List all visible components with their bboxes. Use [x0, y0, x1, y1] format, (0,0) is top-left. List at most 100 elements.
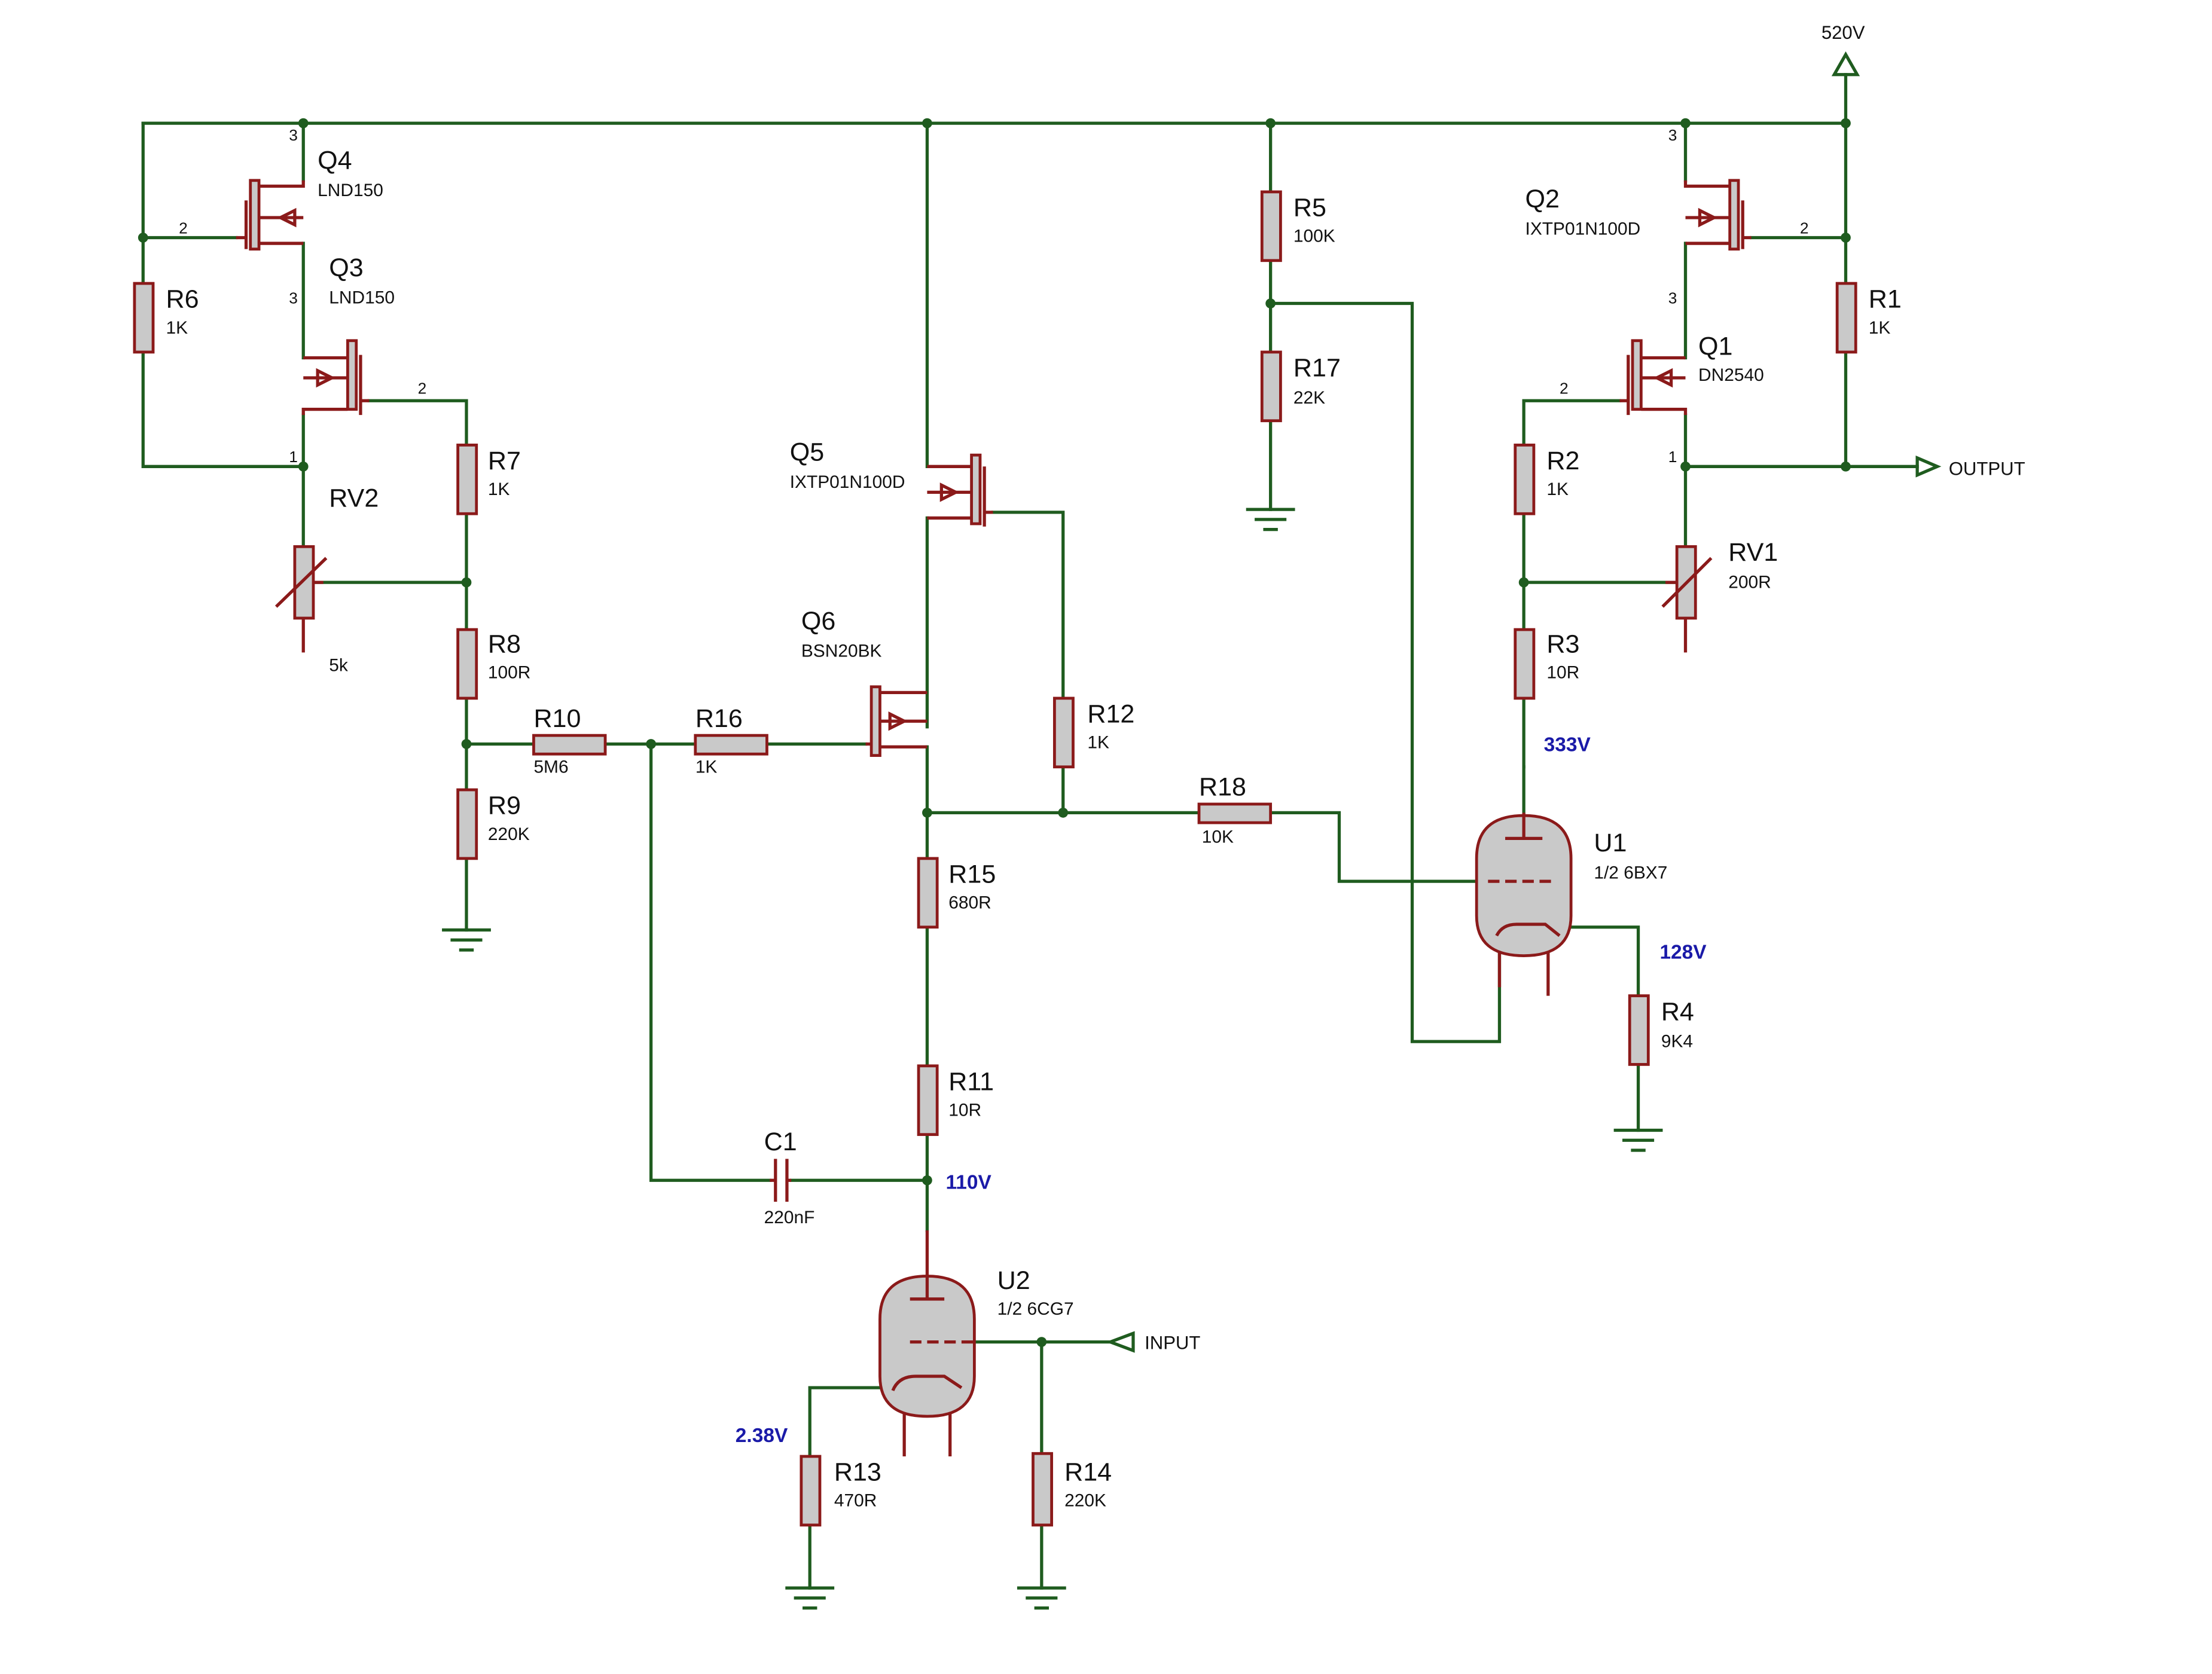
r11-value: 10R: [948, 1101, 981, 1120]
q4-ref: Q4: [318, 146, 352, 175]
r9-value: 220K: [488, 824, 530, 844]
rv2-ref: RV2: [329, 484, 379, 512]
r1-value: 1K: [1869, 318, 1891, 338]
q6-ref: Q6: [801, 607, 835, 636]
resistor-r7: [456, 444, 478, 515]
svg-text:2: 2: [1560, 379, 1569, 397]
c1-ref: C1: [764, 1128, 797, 1156]
output-port-label: OUTPUT: [1949, 459, 2025, 479]
resistor-r3: [1514, 628, 1536, 700]
r15-value: 680R: [948, 893, 991, 913]
r3-ref: R3: [1546, 630, 1579, 658]
resistor-r4: [1628, 994, 1650, 1066]
resistor-r2: [1514, 444, 1536, 515]
mosfet-q3: [301, 339, 370, 416]
q3-ref: Q3: [329, 253, 363, 282]
r6-ref: R6: [166, 285, 199, 314]
svg-text:3: 3: [1668, 289, 1677, 307]
svg-text:2: 2: [418, 379, 427, 397]
r6-value: 1K: [166, 318, 188, 338]
r16-ref: R16: [695, 704, 743, 733]
q5-ref: Q5: [790, 438, 824, 467]
q2-ref: Q2: [1525, 185, 1560, 213]
u2-ref: U2: [997, 1266, 1030, 1295]
r2-value: 1K: [1546, 479, 1569, 499]
resistor-r16: [694, 734, 768, 756]
potentiometer-rv1: [1661, 545, 1713, 653]
r2-ref: R2: [1546, 447, 1579, 475]
svg-text:1: 1: [1668, 448, 1677, 466]
rv2-value: 5k: [329, 655, 348, 675]
r3-value: 10R: [1546, 662, 1579, 682]
rv1-value: 200R: [1728, 573, 1771, 592]
resistor-r6: [133, 282, 155, 354]
mosfet-q6: [865, 685, 927, 757]
r9-ref: R9: [488, 792, 521, 820]
r15-ref: R15: [948, 860, 996, 889]
r12-value: 1K: [1087, 733, 1109, 753]
pin-numbers: 3 2 3 2 1 3 2 3 2 1: [179, 126, 1808, 466]
mosfet-q1: [1619, 339, 1688, 416]
rv1-ref: RV1: [1728, 538, 1778, 567]
r13-value: 470R: [834, 1491, 877, 1511]
resistor-r18: [1197, 802, 1273, 824]
input-port-label: INPUT: [1145, 1333, 1200, 1354]
r14-value: 220K: [1064, 1491, 1106, 1511]
r7-ref: R7: [488, 447, 521, 475]
r17-value: 22K: [1293, 388, 1325, 408]
q5-value: IXTP01N100D: [790, 472, 905, 492]
c1-value: 220nF: [764, 1208, 815, 1227]
voltage-u2-plate: 110V: [946, 1172, 992, 1194]
svg-text:3: 3: [1668, 126, 1677, 144]
voltage-u2-cathode: 2.38V: [736, 1425, 788, 1447]
svg-text:2: 2: [1800, 219, 1809, 237]
r8-value: 100R: [488, 662, 530, 682]
q4-value: LND150: [318, 181, 383, 200]
component-labels: 520V OUTPUT INPUT Q4 LND150 Q3 LND150 Q5…: [166, 22, 2025, 1511]
supply-label: 520V: [1822, 22, 1865, 43]
u2-value: 1/2 6CG7: [997, 1299, 1074, 1319]
q1-value: DN2540: [1698, 365, 1764, 385]
r7-value: 1K: [488, 479, 510, 499]
r11-ref: R11: [948, 1067, 994, 1096]
q6-value: BSN20BK: [801, 642, 882, 661]
capacitor-c1: [770, 1159, 792, 1202]
resistor-r15: [917, 857, 939, 929]
r16-value: 1K: [695, 757, 718, 777]
resistor-r13: [800, 1455, 822, 1527]
resistor-r1: [1835, 282, 1857, 354]
q1-ref: Q1: [1698, 332, 1732, 361]
r8-ref: R8: [488, 630, 521, 658]
svg-text:3: 3: [289, 289, 298, 307]
q3-value: LND150: [329, 288, 395, 308]
r18-value: 10K: [1202, 827, 1234, 847]
r4-value: 9K4: [1661, 1032, 1693, 1052]
supply-arrow-icon: [1831, 51, 1860, 77]
r14-ref: R14: [1064, 1458, 1112, 1487]
resistor-r11: [917, 1064, 939, 1137]
resistor-r17: [1260, 350, 1282, 423]
u1-value: 1/2 6BX7: [1594, 863, 1667, 882]
resistor-r5: [1260, 190, 1282, 262]
r10-ref: R10: [533, 704, 581, 733]
mosfet-q2: [1683, 179, 1752, 251]
q2-value: IXTP01N100D: [1525, 219, 1641, 239]
svg-text:2: 2: [179, 219, 188, 237]
r1-ref: R1: [1869, 285, 1902, 314]
svg-text:3: 3: [289, 126, 298, 144]
r4-ref: R4: [1661, 997, 1694, 1026]
wires: [141, 73, 1919, 1590]
r17-ref: R17: [1293, 354, 1341, 383]
voltage-u1-plate: 333V: [1544, 734, 1591, 756]
resistor-r12: [1052, 697, 1075, 769]
resistor-r14: [1032, 1452, 1053, 1527]
mosfet-q4: [236, 179, 305, 251]
voltage-annotations: 333V 128V 110V 2.38V: [736, 734, 1707, 1447]
r13-ref: R13: [834, 1458, 881, 1487]
r5-value: 100K: [1293, 227, 1335, 246]
input-arrow-icon: [1106, 1331, 1135, 1353]
r12-ref: R12: [1087, 700, 1134, 729]
ground-symbols: [442, 508, 1663, 1610]
mosfet-q5: [927, 453, 993, 527]
